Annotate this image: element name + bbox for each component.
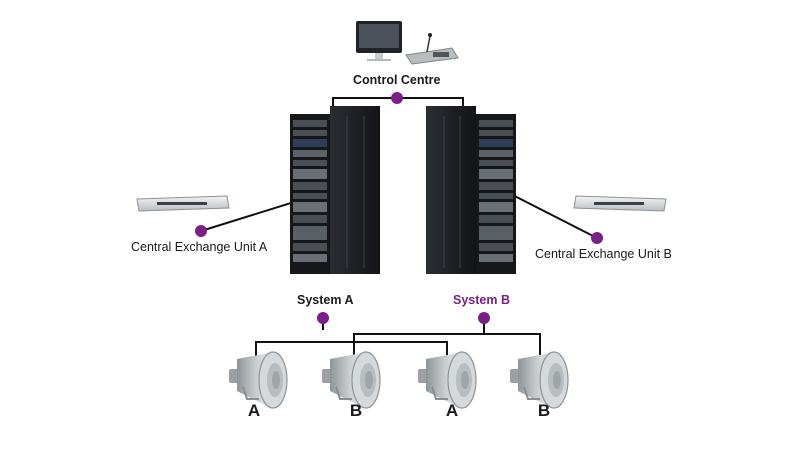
- system-a-label: System A: [297, 293, 354, 307]
- connection-nodes: [195, 92, 603, 324]
- monitor-icon: [356, 21, 402, 61]
- node-exchange-a: [195, 225, 207, 237]
- exchange-unit-b-label: Central Exchange Unit B: [535, 247, 672, 261]
- control-centre-label: Control Centre: [353, 73, 441, 87]
- connection-lines: [200, 97, 598, 358]
- horn-speaker-4: [509, 351, 569, 409]
- exchange-unit-b-device: [573, 195, 667, 212]
- horn-speaker-3: [417, 351, 477, 409]
- speaker-4-label: B: [537, 401, 551, 420]
- speaker-3-label: A: [445, 401, 459, 420]
- exchange-unit-a-label: Central Exchange Unit A: [131, 240, 268, 254]
- node-exchange-b: [591, 232, 603, 244]
- node-system-a: [317, 312, 329, 324]
- rack-system-b: [426, 106, 516, 274]
- node-system-b: [478, 312, 490, 324]
- speaker-1-label: A: [247, 401, 261, 420]
- node-control-centre: [391, 92, 403, 104]
- system-b-label: System B: [453, 293, 510, 307]
- horn-speaker-1: [228, 351, 288, 409]
- horn-speaker-2: [321, 351, 381, 409]
- paging-microphone-icon: [405, 33, 459, 65]
- speaker-2-label: B: [349, 401, 363, 420]
- rack-system-a: [290, 106, 380, 274]
- exchange-unit-a-device: [136, 195, 230, 212]
